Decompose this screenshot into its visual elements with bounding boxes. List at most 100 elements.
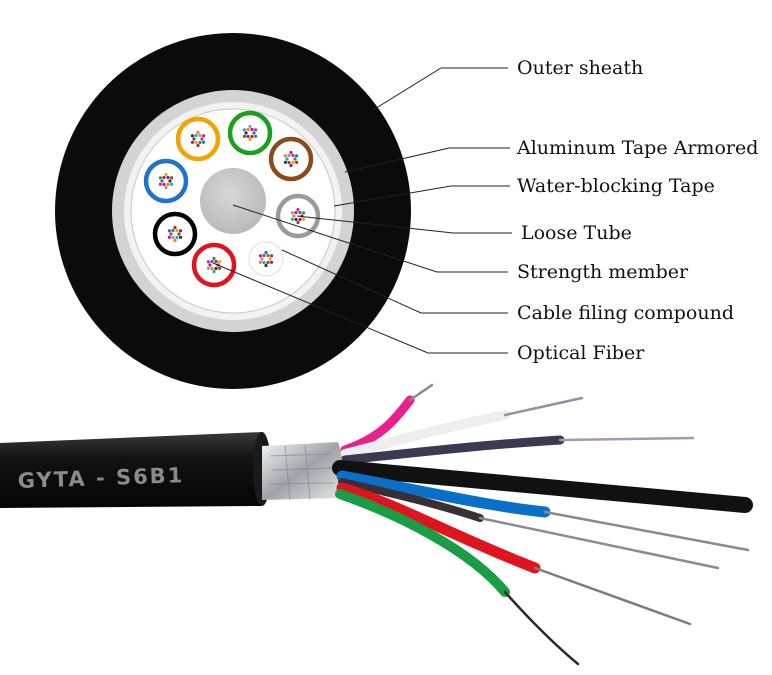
fiber-dot	[175, 228, 179, 233]
fiber-tube-red	[336, 482, 541, 574]
fiber-dot	[262, 260, 266, 265]
loose-tube-white	[245, 238, 287, 280]
fiber-tube-navy	[340, 435, 565, 465]
fiber-lines	[340, 383, 695, 465]
fiber-dot	[250, 134, 254, 139]
fiber-dot	[169, 232, 173, 236]
fiber-tube-dark	[338, 478, 484, 522]
fiber-dot	[196, 143, 200, 148]
fiber-dot	[196, 130, 200, 135]
fiber-dot	[168, 179, 172, 183]
tube-wall	[268, 136, 314, 182]
fiber-dot	[194, 140, 198, 145]
fiber-dot	[266, 260, 270, 265]
aluminum-foil-armor	[262, 442, 343, 500]
fiber-dot	[283, 154, 287, 158]
fiber-dot	[166, 175, 170, 180]
tube-wall	[152, 211, 198, 257]
fiber-dot	[295, 154, 299, 158]
loose-tube-brown	[268, 136, 314, 182]
fiber-dot	[295, 160, 299, 164]
fiber-dot	[170, 176, 174, 180]
fiber-bundle	[206, 256, 222, 274]
fiber-dot	[160, 179, 164, 183]
fiber-dot	[242, 134, 246, 138]
fiber-dot	[166, 182, 170, 187]
fiber-dot	[289, 150, 293, 155]
loose-tube-blue	[143, 158, 189, 204]
fiber-dot	[198, 140, 202, 145]
loose-tube-green	[227, 110, 273, 156]
fiber-tube-pink-bare-fiber	[408, 383, 434, 402]
label-filling-compound: Cable filing compound	[517, 302, 734, 324]
leader-optical-fiber	[212, 262, 508, 354]
tube-wall	[245, 238, 287, 280]
fiber-dot	[291, 160, 295, 165]
leader-aluminum-tape	[344, 147, 510, 173]
fiber-dot	[158, 176, 162, 180]
cable-jacket	[0, 432, 265, 508]
tube-wall	[143, 158, 189, 204]
fiber-dot	[190, 134, 194, 138]
fiber-dot	[264, 250, 268, 255]
fiber-dot	[266, 253, 270, 258]
fiber-dot	[294, 217, 298, 222]
fiber-bundle	[167, 225, 183, 243]
fiber-dot	[202, 134, 206, 138]
fiber-dot	[290, 217, 294, 221]
fiber-bundle	[258, 250, 274, 268]
fiber-dot	[291, 153, 295, 158]
cable-printed-id: GYTA - S6B1	[17, 463, 184, 493]
fiber-dot	[298, 217, 302, 222]
fiber-dot	[167, 229, 171, 233]
fiber-tube-dark-bare-fiber	[478, 516, 720, 570]
fiber-dot	[175, 235, 179, 240]
fiber-tube-navy-bare-fiber	[558, 436, 695, 442]
fiber-dot	[206, 266, 210, 270]
fiber-dot	[164, 172, 168, 177]
fiber-dot	[198, 133, 202, 138]
fiber-bundle	[242, 124, 258, 142]
fiber-dot	[258, 260, 262, 264]
fiber-dot	[294, 210, 298, 215]
leader-filling-compound	[281, 249, 508, 314]
fiber-dot	[162, 175, 166, 180]
fiber-dot	[250, 127, 254, 132]
leader-lines	[212, 67, 512, 354]
fiber-dot	[179, 235, 183, 239]
fiber-dot	[289, 163, 293, 168]
fiber-dot	[287, 160, 291, 165]
label-optical-fiber: Optical Fiber	[517, 342, 645, 364]
tube-inner-wall	[248, 241, 284, 277]
fiber-dot	[246, 134, 250, 139]
tube-wall	[175, 116, 221, 162]
fiber-dot	[214, 259, 218, 264]
fiber-bundle	[190, 130, 206, 148]
fiber-dot	[214, 266, 218, 271]
fiber-dot	[208, 263, 212, 267]
label-aluminum-tape: Aluminum Tape Armored	[517, 137, 759, 159]
label-strength-member: Strength member	[517, 261, 689, 283]
fiber-bundle	[158, 172, 174, 190]
fiber-dot	[192, 137, 196, 141]
fiber-dot	[194, 133, 198, 138]
fiber-dot	[287, 153, 291, 158]
fiber-dot	[202, 140, 206, 144]
loose-tube-black	[152, 211, 198, 257]
fiber-dot	[173, 238, 177, 243]
fiber-tube-blue-bare-fiber	[543, 510, 750, 552]
fiber-dot	[170, 182, 174, 186]
fiber-dot	[296, 220, 300, 225]
fiber-tube-green-bare-fiber	[503, 590, 580, 666]
fiber-dot	[246, 127, 250, 132]
fiber-dot	[248, 124, 252, 129]
loose-tube-red	[191, 242, 237, 288]
loose-tube-yellow	[175, 116, 221, 162]
fiber-dot	[179, 229, 183, 233]
fiber-dot	[293, 157, 297, 161]
fiber-dot	[292, 214, 296, 218]
fiber-dot	[248, 137, 252, 142]
fiber-dot	[268, 257, 272, 261]
tube-wall	[227, 110, 273, 156]
